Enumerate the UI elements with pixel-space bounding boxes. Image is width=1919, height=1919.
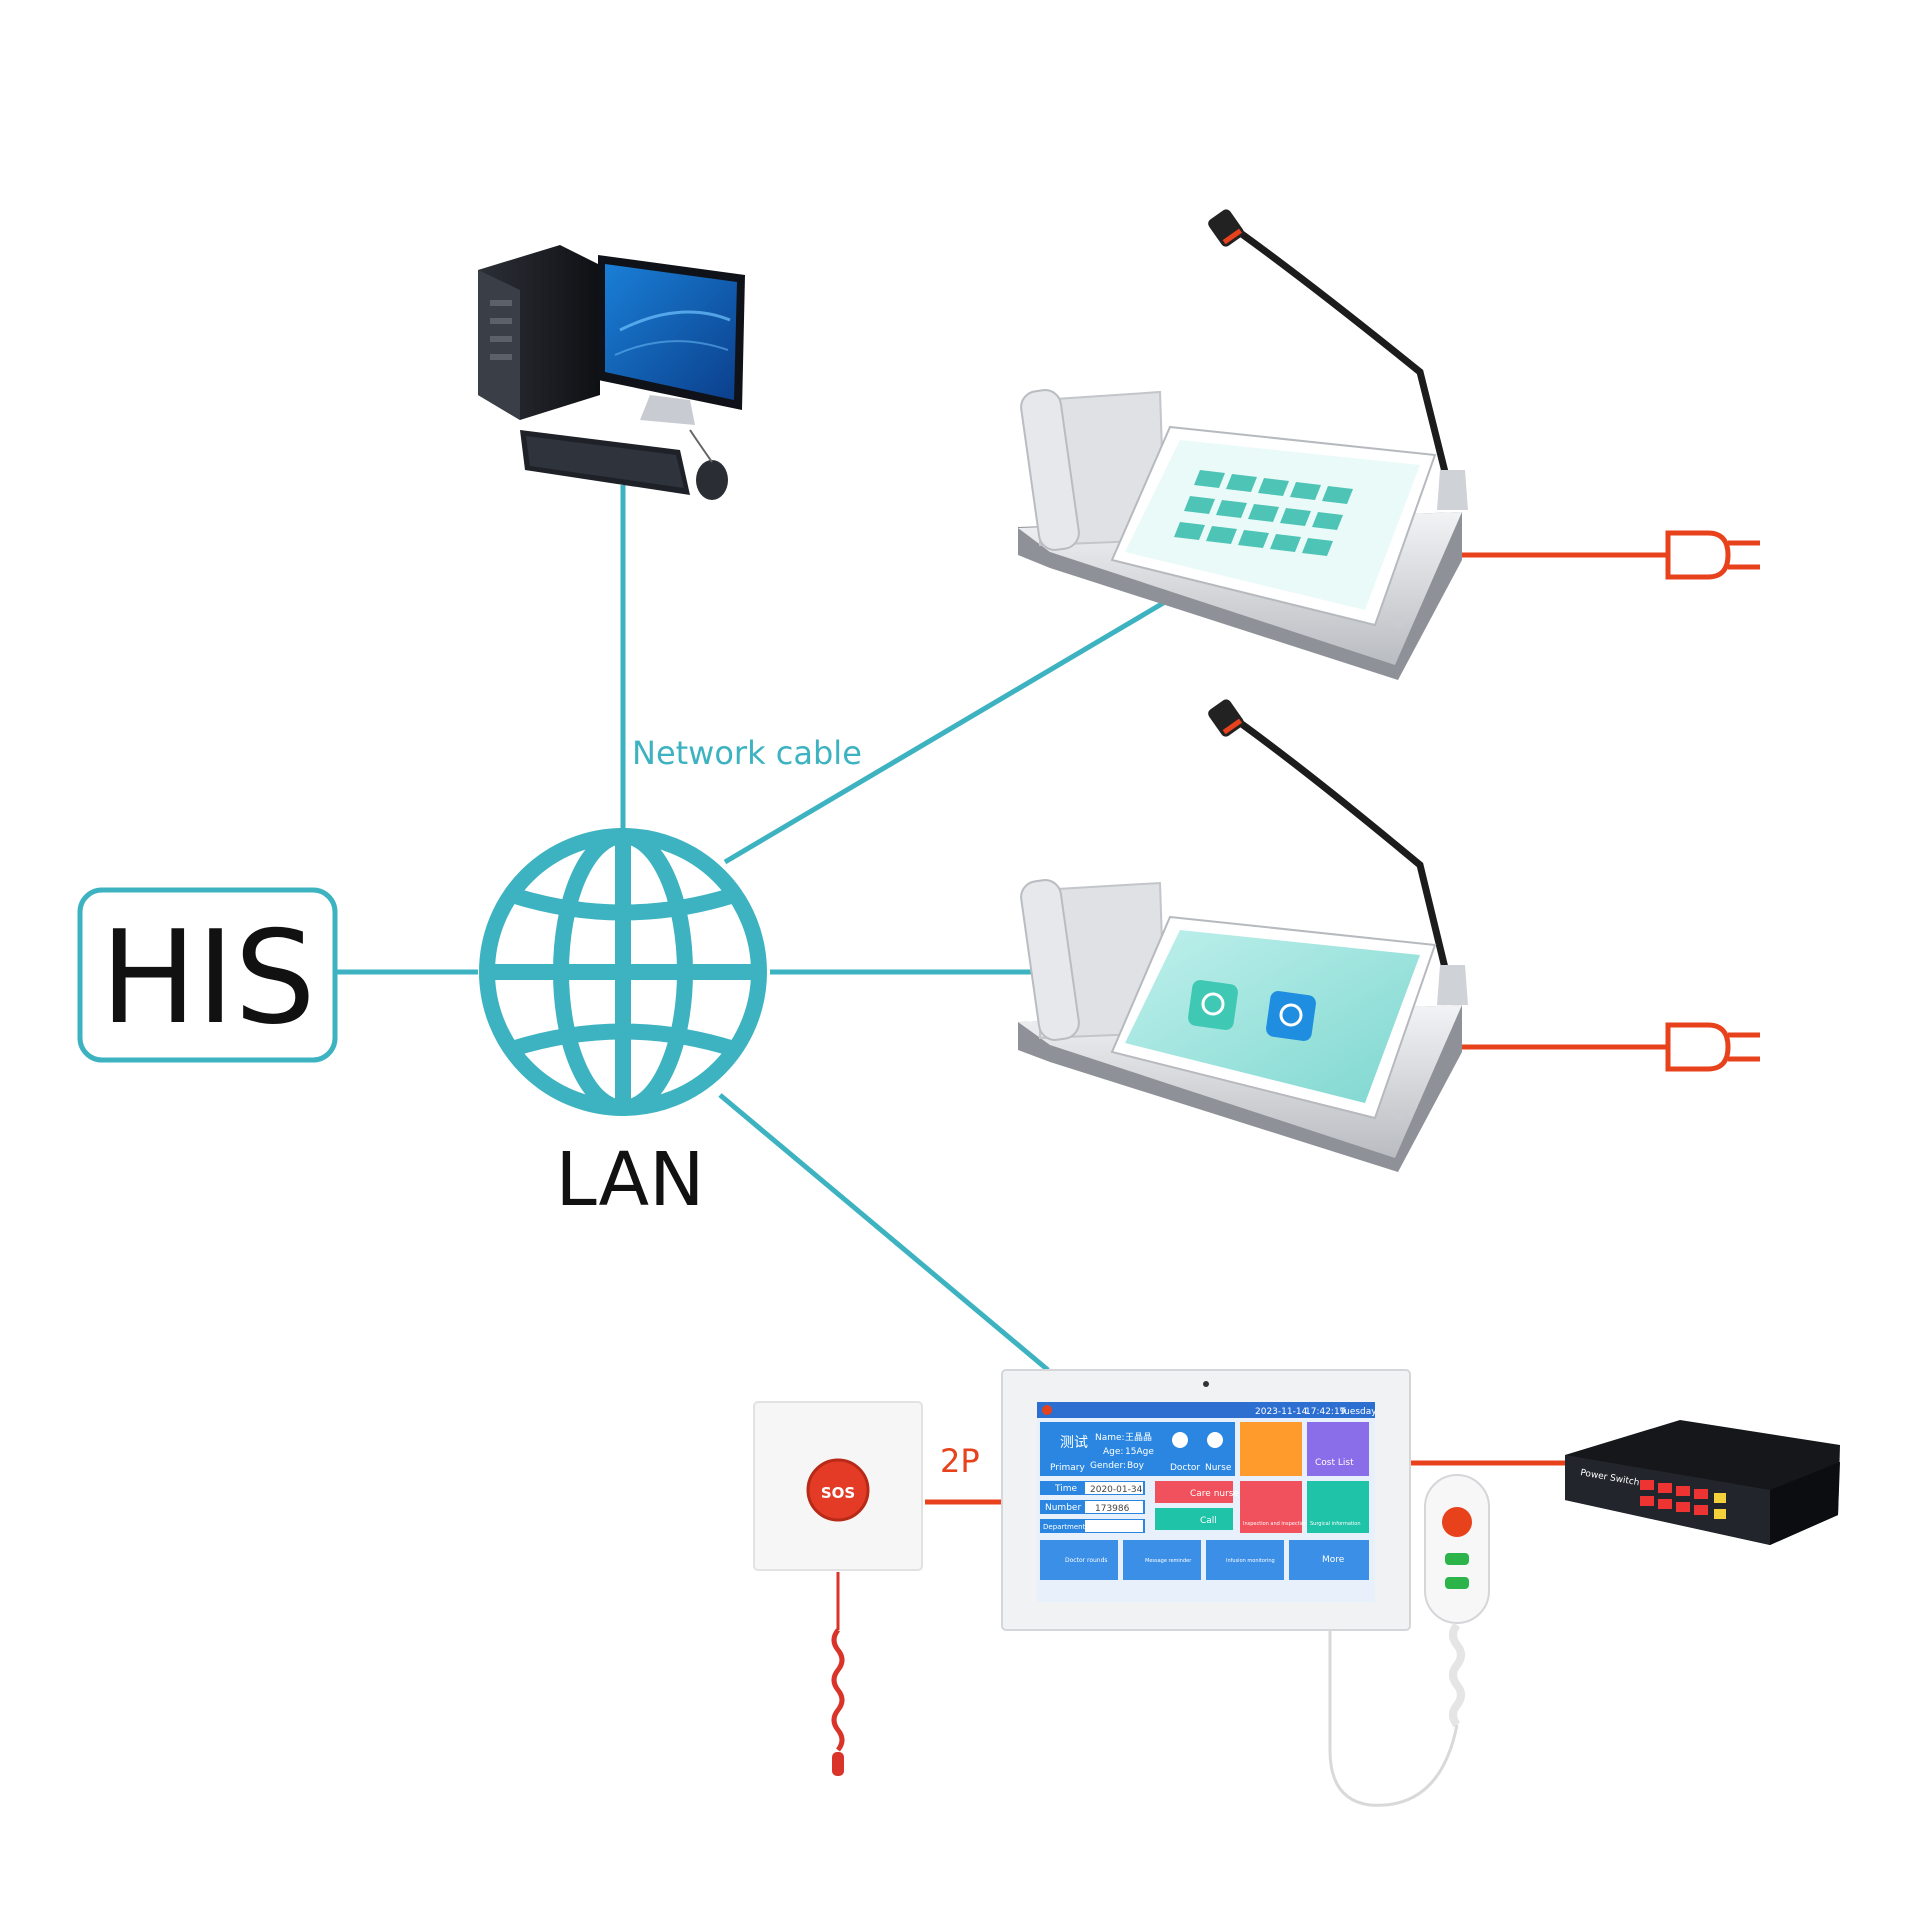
power-plug-icon — [1665, 530, 1760, 580]
infusion-monitoring-label: Infusion monitoring — [1226, 1558, 1275, 1564]
terminal-clock: 17:42:19 — [1305, 1407, 1346, 1417]
message-reminder-label: Message reminder — [1145, 1558, 1192, 1564]
time-label: Time — [1054, 1484, 1077, 1494]
name-value: 王晶晶 — [1125, 1432, 1152, 1443]
two-pair-label: 2P — [940, 1442, 980, 1480]
gender-value: Boy — [1127, 1461, 1145, 1471]
terminal-weekday: Tuesday — [1339, 1407, 1377, 1417]
department-label: Department — [1043, 1523, 1086, 1531]
care-nurse-label: Care nurse — [1190, 1489, 1239, 1499]
call-handset-icon — [1328, 1474, 1490, 1807]
nurse-label: Nurse — [1205, 1463, 1232, 1473]
poe-switch-icon: Power Switch — [1565, 1420, 1840, 1545]
lan-to-bedside-cable — [718, 1093, 1050, 1372]
connection-lines — [336, 485, 1668, 1505]
number-label: Number — [1045, 1503, 1081, 1513]
time-value: 2020-01-34 — [1090, 1485, 1143, 1495]
his-node: HIS — [77, 887, 338, 1063]
his-box — [77, 887, 338, 1063]
bedside-terminal-icon: 2023-11-14 17:42:19 Tuesday 测试 Primary N… — [1001, 1369, 1411, 1631]
nurse-console-icon — [1018, 209, 1468, 680]
nurse-console-icon — [1018, 699, 1468, 1172]
his-label: HIS — [100, 904, 315, 1053]
sos-button-icon: SOS — [753, 1401, 923, 1776]
power-plug-icon — [1665, 1022, 1760, 1072]
terminal-date: 2023-11-14 — [1255, 1407, 1308, 1417]
network-cable-label: Network cable — [632, 734, 862, 772]
inspection-label: Inspection and inspection — [1243, 1521, 1307, 1527]
name-label: Name: — [1095, 1433, 1125, 1443]
cost-list-label: Cost List — [1315, 1458, 1354, 1468]
doctor-label: Doctor — [1170, 1463, 1200, 1473]
age-value: 15Age — [1125, 1447, 1154, 1457]
more-label: More — [1322, 1555, 1345, 1565]
call-label: Call — [1200, 1516, 1217, 1526]
gender-label: Gender: — [1090, 1461, 1126, 1471]
doctor-rounds-label: Doctor rounds — [1065, 1557, 1108, 1564]
age-label: Age: — [1103, 1447, 1123, 1457]
patient-sub: Primary — [1050, 1463, 1085, 1473]
sos-text: SOS — [821, 1484, 855, 1502]
desktop-computer-icon — [478, 245, 745, 500]
lan-label: LAN — [556, 1137, 705, 1223]
globe-icon — [479, 828, 767, 1116]
patient-name: 测试 — [1060, 1435, 1088, 1451]
number-value: 173986 — [1095, 1504, 1130, 1514]
surgical-label: Surgical information — [1310, 1521, 1361, 1527]
lan-to-console-1-cable — [723, 599, 1167, 865]
